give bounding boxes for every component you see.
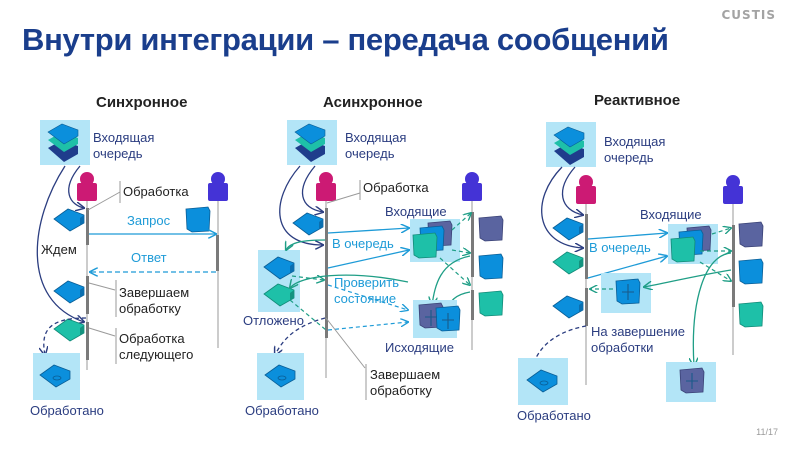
done-arrow <box>44 317 87 355</box>
service-message-icon <box>738 301 764 328</box>
to-queue-arrow <box>587 233 667 240</box>
incoming-queue-label-1: Входящая <box>604 134 665 149</box>
activation-bar <box>585 214 588 279</box>
next-message-icon <box>53 318 85 342</box>
service-message-icon <box>738 258 764 285</box>
finish-label-2: обработку <box>370 383 432 398</box>
next-label-1: Обработка <box>119 331 185 346</box>
incoming-queue-label-2: очередь <box>604 150 654 165</box>
actor-service-icon <box>723 175 743 204</box>
dequeue-arrow <box>68 165 84 208</box>
activation-bar <box>471 212 474 277</box>
dequeue-next-arrow <box>279 165 323 245</box>
incoming-label: Входящие <box>385 204 447 219</box>
finish-label-2: обработку <box>119 301 181 316</box>
reactive-heading: Реактивное <box>594 92 680 109</box>
actor-consumer-icon <box>316 172 336 201</box>
dequeue-next-arrow <box>541 166 583 248</box>
service-message-icon <box>478 253 504 280</box>
processing-label: Обработка <box>363 180 429 195</box>
dequeue-arrow <box>561 166 583 215</box>
activation-bar <box>216 235 219 271</box>
finish-label-1: Завершаем <box>370 367 440 382</box>
done-arrow <box>275 317 326 355</box>
to-queue-arrow <box>327 228 409 234</box>
page-number: 11/17 <box>756 427 778 437</box>
dequeue-next-arrow <box>36 165 84 322</box>
on-finish-label-2: обработки <box>591 340 653 355</box>
service-message-icon <box>738 221 764 248</box>
wait-label: Ждем <box>41 242 77 257</box>
incoming-queue-label-1: Входящая <box>93 130 154 145</box>
message-icon <box>53 280 85 304</box>
async-heading: Асинхронное <box>323 94 423 111</box>
async-column: Асинхронное Входящая очередь Обработка В… <box>243 94 504 418</box>
activation-bar <box>732 225 735 307</box>
actor-consumer-icon <box>77 172 97 201</box>
message-icon <box>53 208 85 232</box>
actor-service-icon <box>462 172 482 201</box>
check-state-label-2: состояние <box>334 291 396 306</box>
check-state-label-1: Проверить <box>334 275 399 290</box>
sync-column: Синхронное Входящая очередь Обработка За… <box>30 94 228 418</box>
response-label: Ответ <box>131 250 167 265</box>
plus-marks <box>425 284 698 389</box>
processed-label: Обработано <box>30 403 104 418</box>
incoming-message-icon <box>412 232 438 259</box>
service-message-icon <box>478 215 504 242</box>
request-label: Запрос <box>127 213 171 228</box>
to-queue-label: В очередь <box>332 236 394 251</box>
activation-bar <box>86 322 89 360</box>
slide-title: Внутри интеграции – передача сообщений <box>22 22 669 57</box>
sync-heading: Синхронное <box>96 94 187 111</box>
actor-consumer-icon <box>576 175 596 204</box>
incoming-queue-label-2: очередь <box>93 146 143 161</box>
activation-bar <box>86 208 89 245</box>
actor-service-icon <box>208 172 228 201</box>
activation-bar <box>325 208 328 338</box>
activation-bar <box>585 288 588 326</box>
finish-label-1: Завершаем <box>119 285 189 300</box>
processing-label: Обработка <box>123 184 189 199</box>
request-message-icon <box>185 206 211 233</box>
message-icon <box>292 212 324 236</box>
incoming-label: Входящие <box>640 207 702 222</box>
to-queue-arrow <box>327 250 409 269</box>
incoming-queue-label-1: Входящая <box>345 130 406 145</box>
message-icon <box>552 251 584 275</box>
to-queue-label: В очередь <box>589 240 651 255</box>
processed-label: Обработано <box>517 408 591 423</box>
dequeue-arrow <box>301 165 323 212</box>
on-finish-label-1: На завершение <box>591 324 685 339</box>
outgoing-label: Исходящие <box>385 340 454 355</box>
service-message-icon <box>478 290 504 317</box>
message-icon <box>552 295 584 319</box>
incoming-queue-label-2: очередь <box>345 146 395 161</box>
activation-bar <box>471 290 474 320</box>
incoming-message-icon <box>670 236 696 263</box>
reactive-column: Реактивное Входящая очередь Входящие В о… <box>517 92 764 423</box>
message-icon <box>552 217 584 241</box>
processed-label: Обработано <box>245 403 319 418</box>
company-logo: CUSTIS <box>721 8 776 22</box>
activation-bar <box>86 276 89 314</box>
next-label-2: следующего <box>119 347 193 362</box>
deferred-label: Отложено <box>243 313 304 328</box>
